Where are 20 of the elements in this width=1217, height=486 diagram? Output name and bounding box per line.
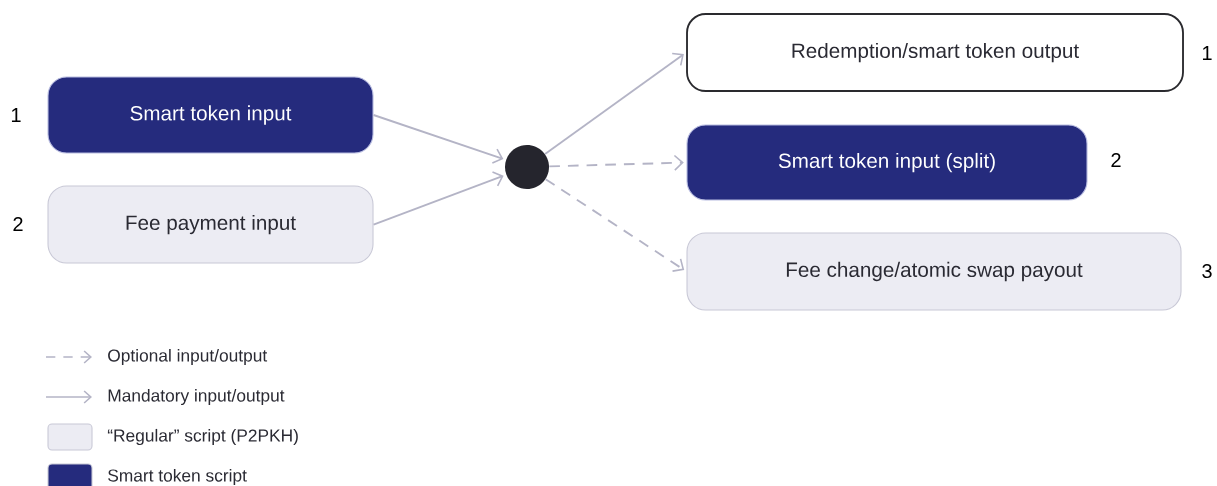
arrow bbox=[372, 171, 504, 226]
callout-number: 3 bbox=[1202, 263, 1212, 279]
arrow bbox=[544, 52, 684, 155]
arrow bbox=[544, 178, 685, 272]
callout-number: 2 bbox=[13, 217, 23, 231]
process-box: Redemption/smart token output bbox=[686, 13, 1184, 92]
process-box: Smart token input (split) bbox=[686, 124, 1088, 201]
callout-number: 1 bbox=[11, 108, 21, 122]
process-box: Smart token input bbox=[47, 76, 374, 154]
legend-text: Smart token script bbox=[108, 468, 247, 486]
legend-text: Optional input/output bbox=[108, 348, 268, 366]
arrow bbox=[548, 154, 684, 171]
arrow bbox=[372, 114, 504, 164]
callout-number: 2 bbox=[1111, 153, 1121, 167]
process-box: Fee change/atomic swap payout bbox=[686, 232, 1182, 311]
process-box: Fee payment input bbox=[47, 185, 374, 264]
callout-number: 1 bbox=[1203, 46, 1212, 60]
legend-text: “Regular” script (P2PKH) bbox=[107, 428, 298, 446]
legend-text: Mandatory input/output bbox=[108, 388, 285, 406]
junction-dot bbox=[505, 145, 549, 189]
